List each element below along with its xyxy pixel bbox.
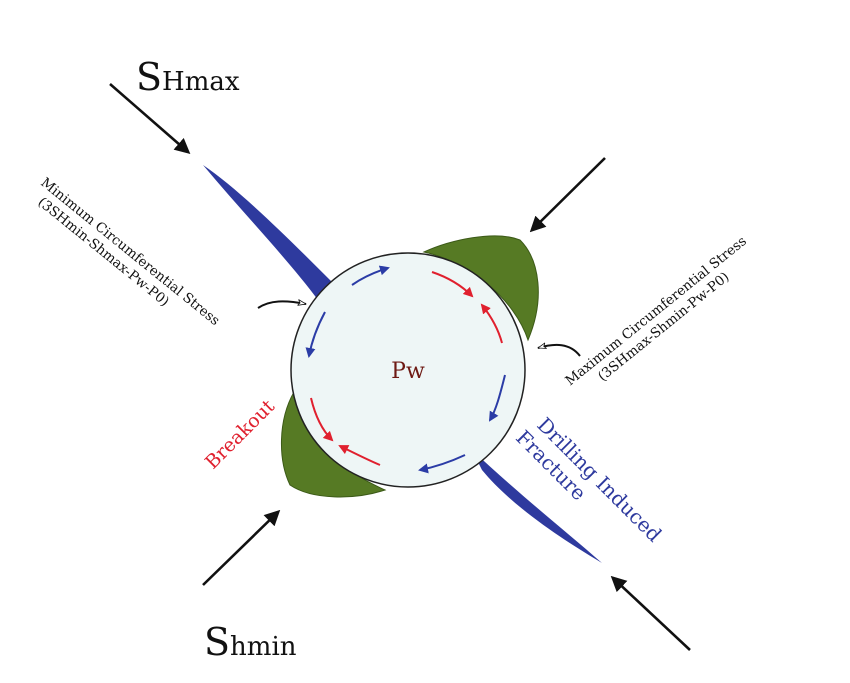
- red-arrow-bottom-left-1: [310, 397, 334, 442]
- shmin-label: Shmin: [204, 620, 297, 664]
- blue-arrow-top: [351, 265, 390, 286]
- red-arrow-top-right-1: [431, 271, 474, 298]
- breakout-label: Breakout: [201, 395, 279, 473]
- wellbore: [290, 252, 526, 488]
- red-arrow-bottom-left-2: [338, 445, 381, 466]
- shmin-arrow-lower-left: [202, 509, 281, 586]
- blue-arrow-bottom: [418, 454, 466, 474]
- shmax-arrow-lower-right: [610, 575, 691, 651]
- max-stress-pointer-arrow: [538, 345, 581, 357]
- blue-stress-arrows: [305, 265, 506, 474]
- pw-label: Pw: [391, 359, 425, 384]
- max-stress-line2: (3SHmax-Shmin-Pw-P0): [595, 269, 733, 385]
- blue-arrow-right: [488, 374, 506, 422]
- blue-arrow-left: [305, 311, 326, 358]
- min-stress-line2: (3SHmin-Shmax-Pw-P0): [35, 194, 173, 310]
- red-arrow-top-right-2: [480, 303, 503, 344]
- min-stress-line1: Minimum Circumferential Stress: [37, 175, 222, 329]
- min-stress-callout: Minimum Circumferential Stress (3SHmin-S…: [35, 175, 223, 329]
- fracture-wing-upper-left: [203, 165, 338, 300]
- fracture-label: Drilling Induced Fracture: [511, 413, 666, 547]
- far-field-stress-arrows: [109, 83, 691, 651]
- red-stress-arrows: [310, 271, 503, 466]
- shmin-subscript: hmin: [230, 632, 297, 662]
- shmax-arrow-upper-left: [109, 83, 191, 155]
- shmin-arrow-upper-right: [529, 157, 606, 233]
- min-stress-pointer-arrow: [257, 301, 306, 309]
- shmax-subscript: Hmax: [162, 67, 240, 97]
- max-stress-callout: Maximum Circumferential Stress (3SHmax-S…: [562, 233, 749, 389]
- shmax-main: S: [136, 55, 162, 99]
- max-stress-line1: Maximum Circumferential Stress: [562, 233, 749, 389]
- shmax-label: SHmax: [136, 55, 240, 99]
- shmin-main: S: [204, 620, 230, 664]
